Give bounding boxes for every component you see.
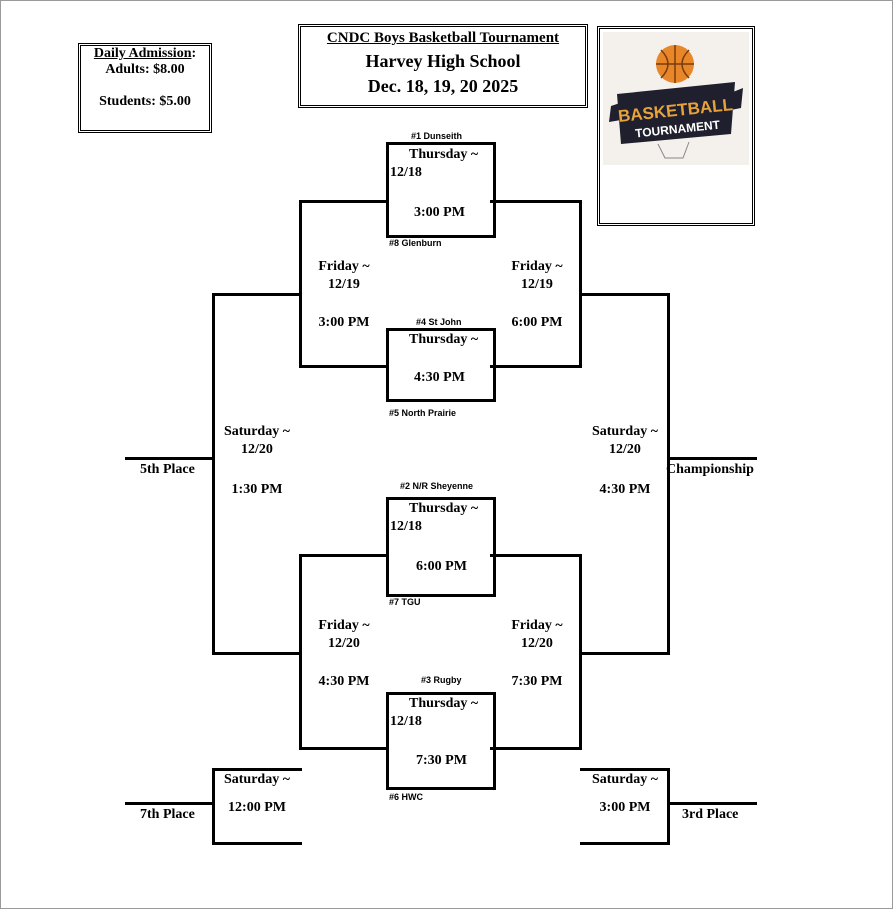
bracket-line bbox=[212, 842, 302, 845]
seed-label-7: #7 TGU bbox=[389, 597, 421, 607]
friday-right-bottom: Friday ~ 12/20 7:30 PM bbox=[511, 618, 563, 689]
seventh-place-label: 7th Place bbox=[140, 807, 195, 822]
bracket-line bbox=[667, 457, 757, 460]
bracket-line bbox=[212, 293, 215, 655]
adult-price: Adults: $8.00 bbox=[105, 62, 185, 77]
friday-left-bottom: Friday ~ 12/20 4:30 PM bbox=[318, 618, 370, 689]
game-box-3 bbox=[386, 497, 496, 597]
bracket-line bbox=[490, 554, 582, 557]
basketball-logo-graphic: BASKETBALL TOURNAMENT bbox=[603, 32, 749, 165]
game-3-time: 6:00 PM bbox=[416, 559, 467, 574]
game-1-time: 3:00 PM bbox=[414, 205, 465, 220]
championship-label: Championship bbox=[666, 462, 754, 477]
seed-label-5: #5 North Prairie bbox=[389, 408, 457, 418]
third-place-label: 3rd Place bbox=[682, 807, 739, 822]
bracket-line bbox=[490, 747, 582, 750]
bracket-line bbox=[299, 200, 302, 368]
bracket-line bbox=[580, 768, 670, 771]
game-4-date: 12/18 bbox=[390, 714, 422, 729]
bracket-line bbox=[212, 768, 302, 771]
seed-label-3: #3 Rugby bbox=[421, 675, 462, 685]
game-box-1 bbox=[386, 142, 496, 238]
bracket-line bbox=[490, 200, 582, 203]
saturday-7th-game: Saturday ~ 12:00 PM bbox=[223, 772, 290, 815]
tournament-name: CNDC Boys Basketball Tournament bbox=[326, 30, 560, 46]
bracket-line bbox=[579, 200, 582, 368]
game-3-day: Thursday ~ bbox=[409, 501, 479, 516]
bracket-line bbox=[299, 200, 389, 203]
tournament-dates: Dec. 18, 19, 20 2025 bbox=[367, 76, 519, 96]
bracket-line bbox=[667, 293, 670, 655]
bracket-line bbox=[299, 554, 389, 557]
seed-label-2: #2 N/R Sheyenne bbox=[400, 481, 474, 491]
saturday-left: Saturday ~ 12/20 1:30 PM bbox=[223, 424, 290, 497]
game-4-time: 7:30 PM bbox=[416, 753, 467, 768]
bracket-line bbox=[299, 365, 389, 368]
seed-label-8: #8 Glenburn bbox=[389, 238, 442, 248]
admission-box: Daily Admission: Adults: $8.00 Students:… bbox=[78, 43, 212, 133]
game-2-day: Thursday ~ bbox=[409, 332, 479, 347]
saturday-right: Saturday ~ 12/20 4:30 PM bbox=[591, 424, 658, 497]
tournament-title-box: CNDC Boys Basketball Tournament Harvey H… bbox=[298, 24, 588, 108]
student-price: Students: $5.00 bbox=[99, 94, 191, 109]
friday-left-top: Friday ~ 12/19 3:00 PM bbox=[318, 259, 370, 330]
game-1-day: Thursday ~ bbox=[409, 147, 479, 162]
bracket-line bbox=[212, 768, 215, 845]
bracket-line bbox=[579, 652, 670, 655]
game-box-4 bbox=[386, 692, 496, 790]
logo-box: BASKETBALL TOURNAMENT bbox=[597, 26, 755, 226]
bracket-line bbox=[580, 842, 670, 845]
bracket-line bbox=[125, 802, 215, 805]
game-2-time: 4:30 PM bbox=[414, 370, 465, 385]
admission-heading: Daily Admission bbox=[93, 46, 192, 61]
friday-right-top: Friday ~ 12/19 6:00 PM bbox=[511, 259, 563, 330]
bracket-line bbox=[579, 293, 670, 296]
bracket-line bbox=[490, 365, 582, 368]
bracket-line bbox=[667, 768, 670, 845]
seed-label-4: #4 St John bbox=[416, 317, 462, 327]
bracket-line bbox=[667, 802, 757, 805]
fifth-place-label: 5th Place bbox=[140, 462, 195, 477]
basketball-tournament-logo: BASKETBALL TOURNAMENT bbox=[603, 32, 749, 165]
game-1-date: 12/18 bbox=[390, 165, 422, 180]
bracket-line bbox=[299, 747, 389, 750]
bracket-line bbox=[212, 293, 302, 296]
game-3-date: 12/18 bbox=[390, 519, 422, 534]
venue-name: Harvey High School bbox=[365, 51, 521, 71]
seed-label-1: #1 Dunseith bbox=[411, 131, 463, 141]
bracket-line bbox=[125, 457, 215, 460]
seed-label-6: #6 HWC bbox=[389, 792, 424, 802]
saturday-3rd-game: Saturday ~ 3:00 PM bbox=[591, 772, 658, 815]
bracket-line bbox=[212, 652, 302, 655]
game-4-day: Thursday ~ bbox=[409, 696, 479, 711]
